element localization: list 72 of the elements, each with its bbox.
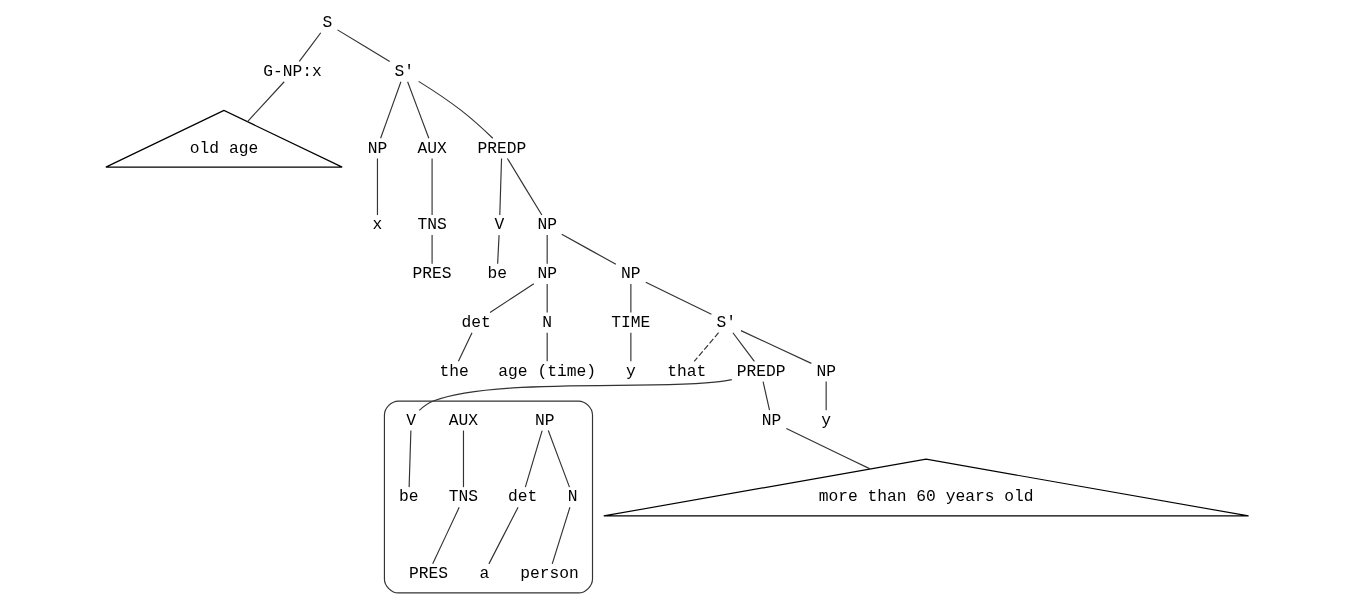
node-text: S': [715, 312, 736, 332]
connector: [551, 506, 570, 565]
node-text: NP: [536, 215, 557, 235]
connector: [487, 506, 519, 565]
node-text: age (time): [497, 361, 596, 381]
connector: [506, 157, 542, 216]
node-text: the: [439, 361, 469, 381]
connector: [431, 157, 433, 216]
node-text: V: [405, 410, 416, 430]
connector: [644, 281, 712, 315]
connector: [785, 428, 871, 470]
node-text: NP: [815, 361, 836, 381]
connector: [693, 332, 719, 362]
node-text: NP: [534, 410, 555, 430]
node-text: NP: [761, 410, 781, 430]
node-text: PREDP: [476, 138, 526, 158]
node-text: be: [486, 264, 507, 284]
node-text: S': [393, 61, 414, 81]
connector: [546, 234, 548, 265]
connector: [246, 81, 285, 123]
connector: [406, 81, 429, 139]
connector: [825, 381, 827, 411]
node-text: x: [372, 215, 382, 235]
node-text: a: [479, 564, 489, 584]
node-text: AUX: [448, 410, 478, 430]
node-text: S: [322, 12, 332, 32]
connector: [546, 332, 548, 362]
connector: [408, 429, 411, 488]
connector: [629, 332, 631, 362]
connector: [496, 234, 500, 265]
node-text: PRES: [412, 264, 452, 284]
connector: [418, 379, 732, 411]
connector: [379, 81, 401, 139]
connector: [560, 233, 616, 265]
connector: [431, 506, 460, 565]
cluster: [383, 400, 593, 594]
node-text: AUX: [416, 138, 447, 158]
node-text: det: [507, 487, 537, 507]
connector: [431, 234, 433, 265]
connector: [762, 381, 770, 411]
node-text: V: [494, 215, 504, 235]
connector: [547, 429, 570, 488]
node-text: TNS: [416, 215, 447, 235]
node-text: y: [625, 361, 636, 381]
connector: [336, 29, 390, 63]
node-text: PRES: [408, 564, 448, 584]
node-text: TNS: [448, 487, 478, 507]
connector: [376, 157, 378, 216]
connector: [524, 429, 543, 488]
node-text: that: [666, 361, 706, 381]
connector: [739, 330, 812, 364]
connector: [457, 332, 473, 362]
node-text: PREDP: [736, 361, 785, 381]
node-text: N: [567, 487, 578, 507]
connector: [462, 429, 464, 488]
node-text: det: [461, 312, 491, 332]
connector: [731, 332, 755, 362]
node-text: NP: [367, 138, 387, 158]
connector: [546, 283, 548, 314]
node-text: y: [820, 410, 831, 430]
connector: [498, 157, 502, 216]
node-text: NP: [620, 264, 641, 284]
node-text: NP: [536, 264, 557, 284]
node-text: N: [541, 312, 552, 332]
connector: [298, 32, 321, 62]
connector: [629, 283, 631, 314]
node-text: be: [398, 487, 419, 507]
node-text: G-NP:x: [262, 61, 322, 81]
connector: [488, 283, 534, 313]
connector: [417, 80, 493, 139]
node-text: TIME: [610, 312, 650, 332]
node-text: person: [519, 564, 579, 584]
